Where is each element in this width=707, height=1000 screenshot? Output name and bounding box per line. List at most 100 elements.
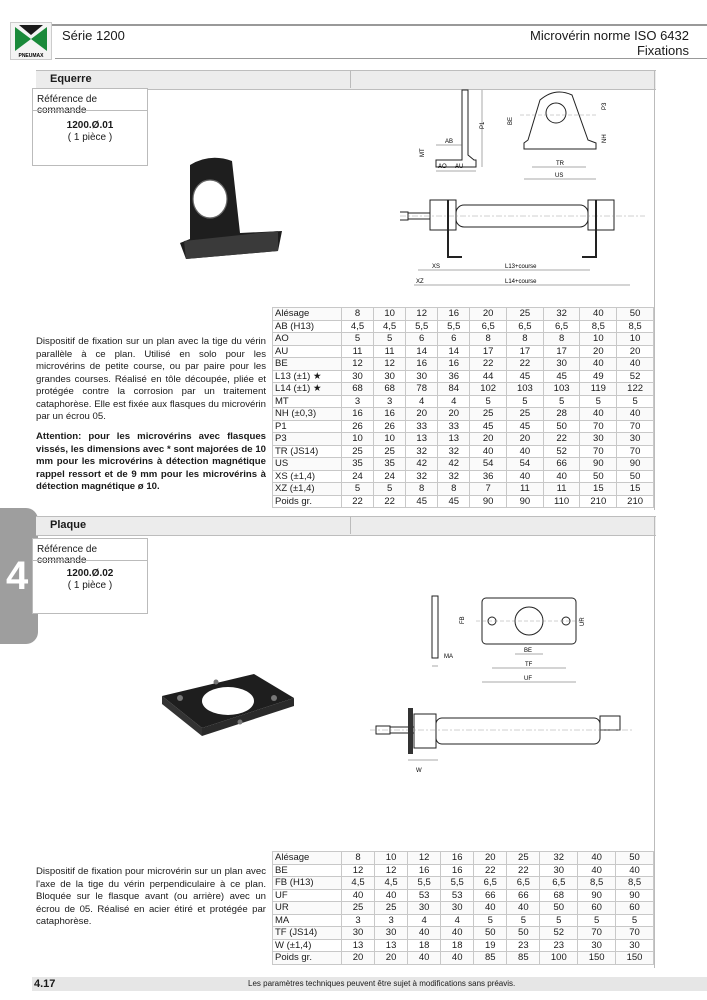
dim-be: BE [508,117,514,125]
table-cell: 8 [340,307,375,321]
table-cell: 8 [542,332,581,346]
table-cell: 13 [374,938,409,952]
table-cell: 7 [469,482,508,496]
table-cell: 20 [579,344,618,358]
table-cell: 53 [407,888,442,902]
table-cell: 40 [469,444,508,458]
table-cell: 13 [437,432,471,446]
plaque-header-bar [36,516,656,536]
table-cell: 17 [469,344,508,358]
table-cell: 70 [616,444,654,458]
plaque-ref-label: Référence de commande [37,544,98,566]
table-cell: 68 [539,888,579,902]
table-cell: 16 [340,407,375,421]
table-cell: 35 [373,457,407,471]
plaque-right-border [654,516,655,968]
table-cell: 22 [506,863,541,877]
table-cell: 8,5 [616,319,654,333]
equerre-title: Equerre [50,73,92,85]
table-cell: 5 [473,913,508,927]
row-label: W (±1,4) [272,938,342,952]
table-cell: 40 [615,863,654,877]
table-cell: 54 [469,457,508,471]
table-cell: 36 [437,369,471,383]
table-cell: 3 [374,913,409,927]
table-cell: 60 [577,901,617,915]
table-cell: 35 [340,457,375,471]
table-cell: 32 [437,444,471,458]
table-cell: 16 [440,863,475,877]
dim-tf: TF [525,662,533,668]
row-label: MT [272,394,342,408]
row-label: Poids gr. [272,494,342,508]
dim-uf: UF [524,676,532,682]
table-cell: 68 [373,382,407,396]
table-cell: 50 [616,469,654,483]
table-cell: 45 [506,369,544,383]
dim-be2: BE [524,648,532,654]
table-cell: 11 [340,344,375,358]
table-cell: 6,5 [542,319,581,333]
table-cell: 68 [340,382,375,396]
table-cell: 24 [373,469,407,483]
table-cell: 4,5 [340,319,375,333]
table-cell: 110 [542,494,581,508]
table-cell: 10 [373,307,407,321]
table-cell: 20 [405,407,439,421]
table-cell: 5 [373,482,407,496]
page-number: 4.17 [34,978,56,990]
table-cell: 66 [473,888,508,902]
table-cell: 85 [506,951,541,965]
table-cell: 66 [506,888,541,902]
table-cell: 40 [579,307,618,321]
table-cell: 32 [437,469,471,483]
equerre-description: Dispositif de fixation sur un plan avec … [36,336,266,422]
table-cell: 119 [579,382,618,396]
table-cell: 40 [440,926,475,940]
table-cell: 40 [577,851,617,865]
row-label: XZ (±1,4) [272,482,342,496]
table-cell: 20 [616,344,654,358]
table-cell: 22 [473,863,508,877]
row-label: Alésage [272,851,342,865]
row-label: MA [272,913,342,927]
table-cell: 22 [373,494,407,508]
table-cell: 50 [539,901,579,915]
table-cell: 66 [542,457,581,471]
table-cell: 50 [542,419,581,433]
table-cell: 25 [374,901,409,915]
table-cell: 40 [407,926,442,940]
table-cell: 10 [340,432,375,446]
table-cell: 40 [616,357,654,371]
dim-w: W [416,768,422,774]
dim-l13: L13+course [505,264,537,270]
table-cell: 30 [373,369,407,383]
table-cell: 4 [440,913,475,927]
table-cell: 40 [506,469,544,483]
table-cell: 90 [579,457,618,471]
table-cell: 20 [437,407,471,421]
equerre-ref-box: Référence de commande 1200.Ø.01 ( 1 pièc… [32,88,148,166]
row-label: P3 [272,432,342,446]
dim-p1: P1 [480,121,486,129]
table-cell: 30 [615,938,654,952]
table-cell: 5 [577,913,617,927]
table-cell: 150 [577,951,617,965]
dim-us: US [555,173,563,179]
chapter-tab: 4 [0,508,38,644]
table-cell: 30 [579,432,618,446]
table-cell: 3 [340,913,376,927]
table-cell: 20 [340,951,376,965]
row-label: NH (±0,3) [272,407,342,421]
table-cell: 44 [469,369,508,383]
table-cell: 14 [405,344,439,358]
plaque-ref-qty: ( 1 pièce ) [67,580,113,591]
table-cell: 4,5 [340,876,376,890]
equerre-warning: Attention: pour les microvérins avec fla… [36,431,266,492]
table-cell: 100 [539,951,579,965]
table-cell: 210 [579,494,618,508]
